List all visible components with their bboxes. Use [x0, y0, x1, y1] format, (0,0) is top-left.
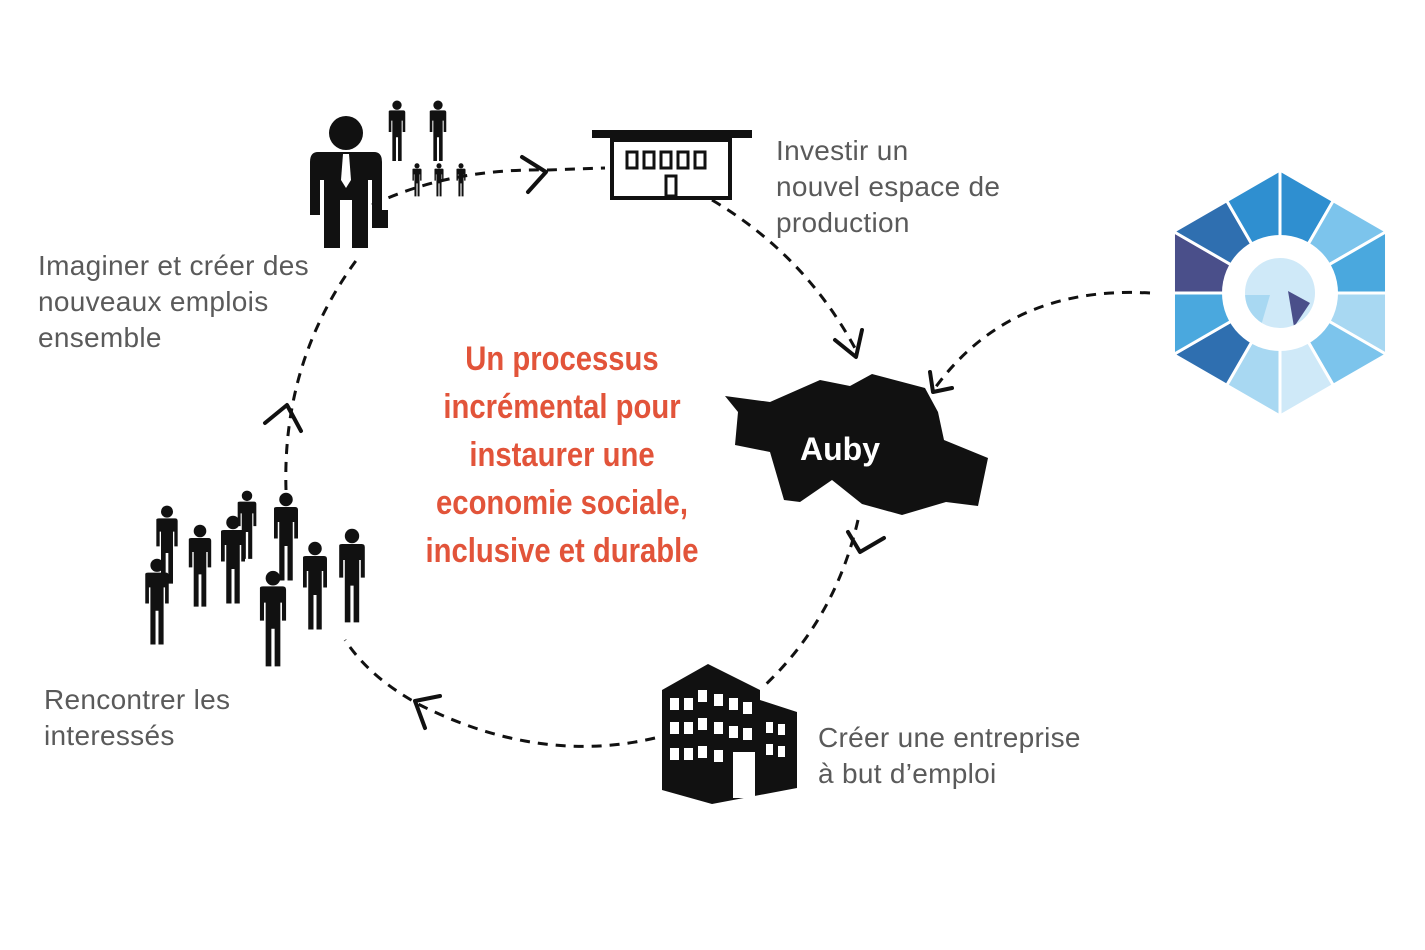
- connector-create-to-meet: [343, 639, 656, 748]
- arrowhead-auby-top: [833, 328, 864, 359]
- step-label-invest: Investir un nouvel espace de production: [776, 135, 1001, 238]
- production-building-icon: [592, 130, 752, 200]
- auby-map-shape: [725, 374, 988, 515]
- office-building-icon: [662, 664, 797, 804]
- arrowhead-logo: [928, 370, 954, 394]
- arrowhead-meet: [413, 694, 442, 730]
- connector-imagine-to-invest: [371, 166, 606, 207]
- arrowhead-auby-bottom: [846, 530, 886, 554]
- crowd-icon: [145, 490, 365, 667]
- step-label-meet: Rencontrer les interessés: [44, 684, 231, 751]
- arrowhead-invest: [520, 155, 548, 194]
- cycle-arrowheads: [263, 155, 954, 730]
- connector-logo-to-auby: [933, 290, 1151, 389]
- connector-auby-to-create: [760, 519, 860, 690]
- center-title: Un processus incrémental pour instaurer …: [425, 340, 699, 570]
- auby-label: Auby: [800, 431, 880, 467]
- connector-invest-to-auby: [711, 198, 858, 351]
- business-people-icon: [310, 100, 466, 248]
- step-label-imagine: Imaginer et créer des nouveaux emplois e…: [38, 250, 309, 353]
- hexagon-logo-icon: [1170, 167, 1390, 419]
- step-label-create: Créer une entreprise à but d’emploi: [818, 722, 1081, 789]
- arrowhead-imagine: [263, 403, 303, 433]
- connector-meet-to-imagine: [284, 257, 360, 491]
